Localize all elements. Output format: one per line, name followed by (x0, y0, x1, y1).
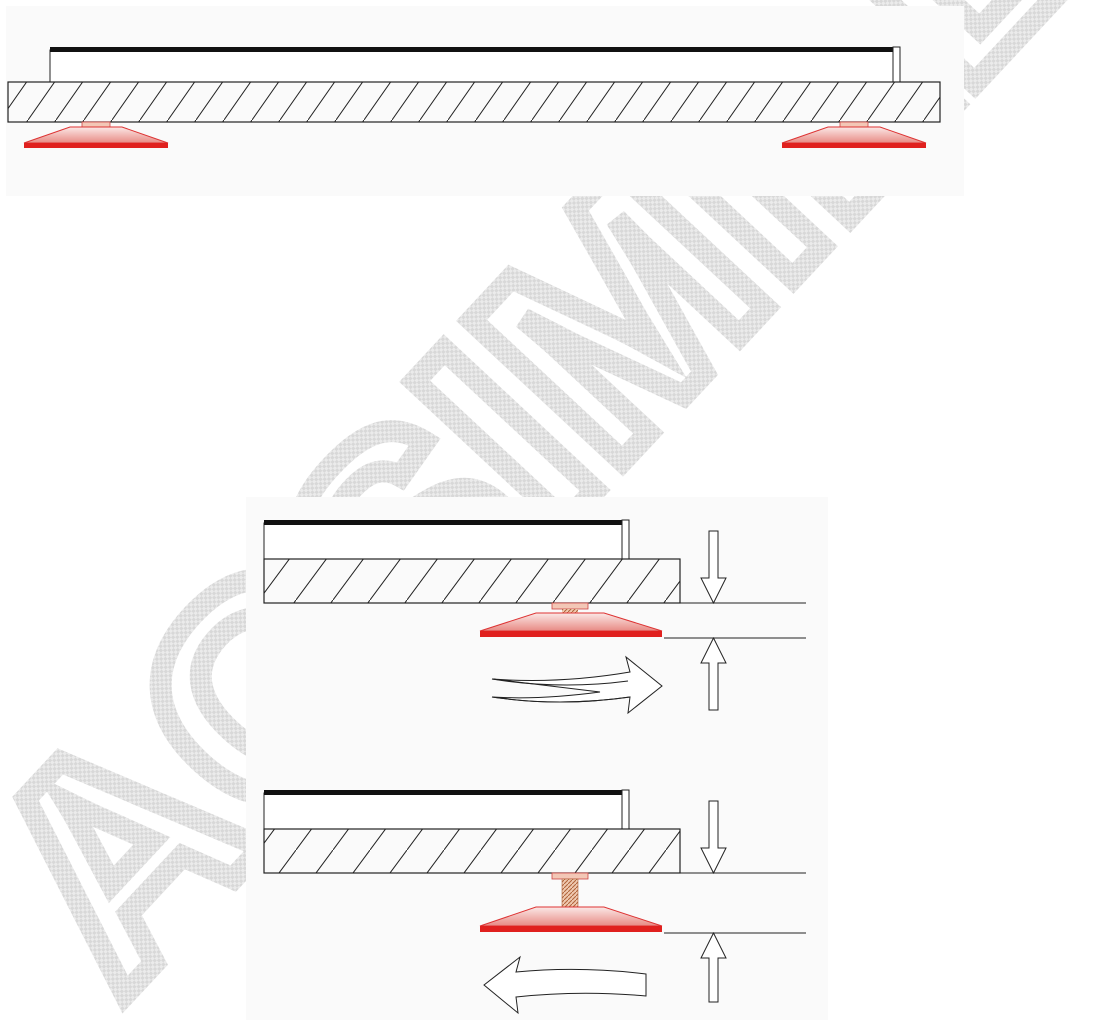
up-arrow-icon (700, 931, 727, 1003)
leveling-foot-left (23, 121, 169, 148)
shelf-board-edge (50, 47, 900, 52)
leveling-foot-right (781, 121, 927, 148)
shelf-board (49, 49, 901, 83)
down-arrow-icon (700, 800, 727, 875)
detail2-shelf-board-end (621, 789, 630, 830)
rotate-right-arrow-icon (491, 655, 663, 715)
detail2-hatched-base (263, 828, 681, 874)
detail-lower-figure (263, 789, 806, 1015)
detail-shelf-board-end (621, 519, 630, 560)
detail2-shelf-board (263, 792, 629, 830)
detail2-shelf-board-edge (264, 790, 628, 795)
detail-shelf-board-edge (264, 520, 628, 525)
up-arrow-icon (700, 636, 727, 711)
leveling-foot-short (479, 602, 663, 637)
rotate-left-arrow-icon (483, 955, 647, 1015)
hatched-base (7, 81, 941, 123)
down-arrow-icon (700, 530, 727, 605)
leveling-foot-extended (479, 872, 663, 932)
shelf-board-end (892, 46, 901, 83)
detail-raise-figure (246, 497, 828, 1020)
full-view-figure (6, 6, 964, 196)
detail-shelf-board (263, 522, 629, 560)
detail-hatched-base (263, 558, 681, 604)
